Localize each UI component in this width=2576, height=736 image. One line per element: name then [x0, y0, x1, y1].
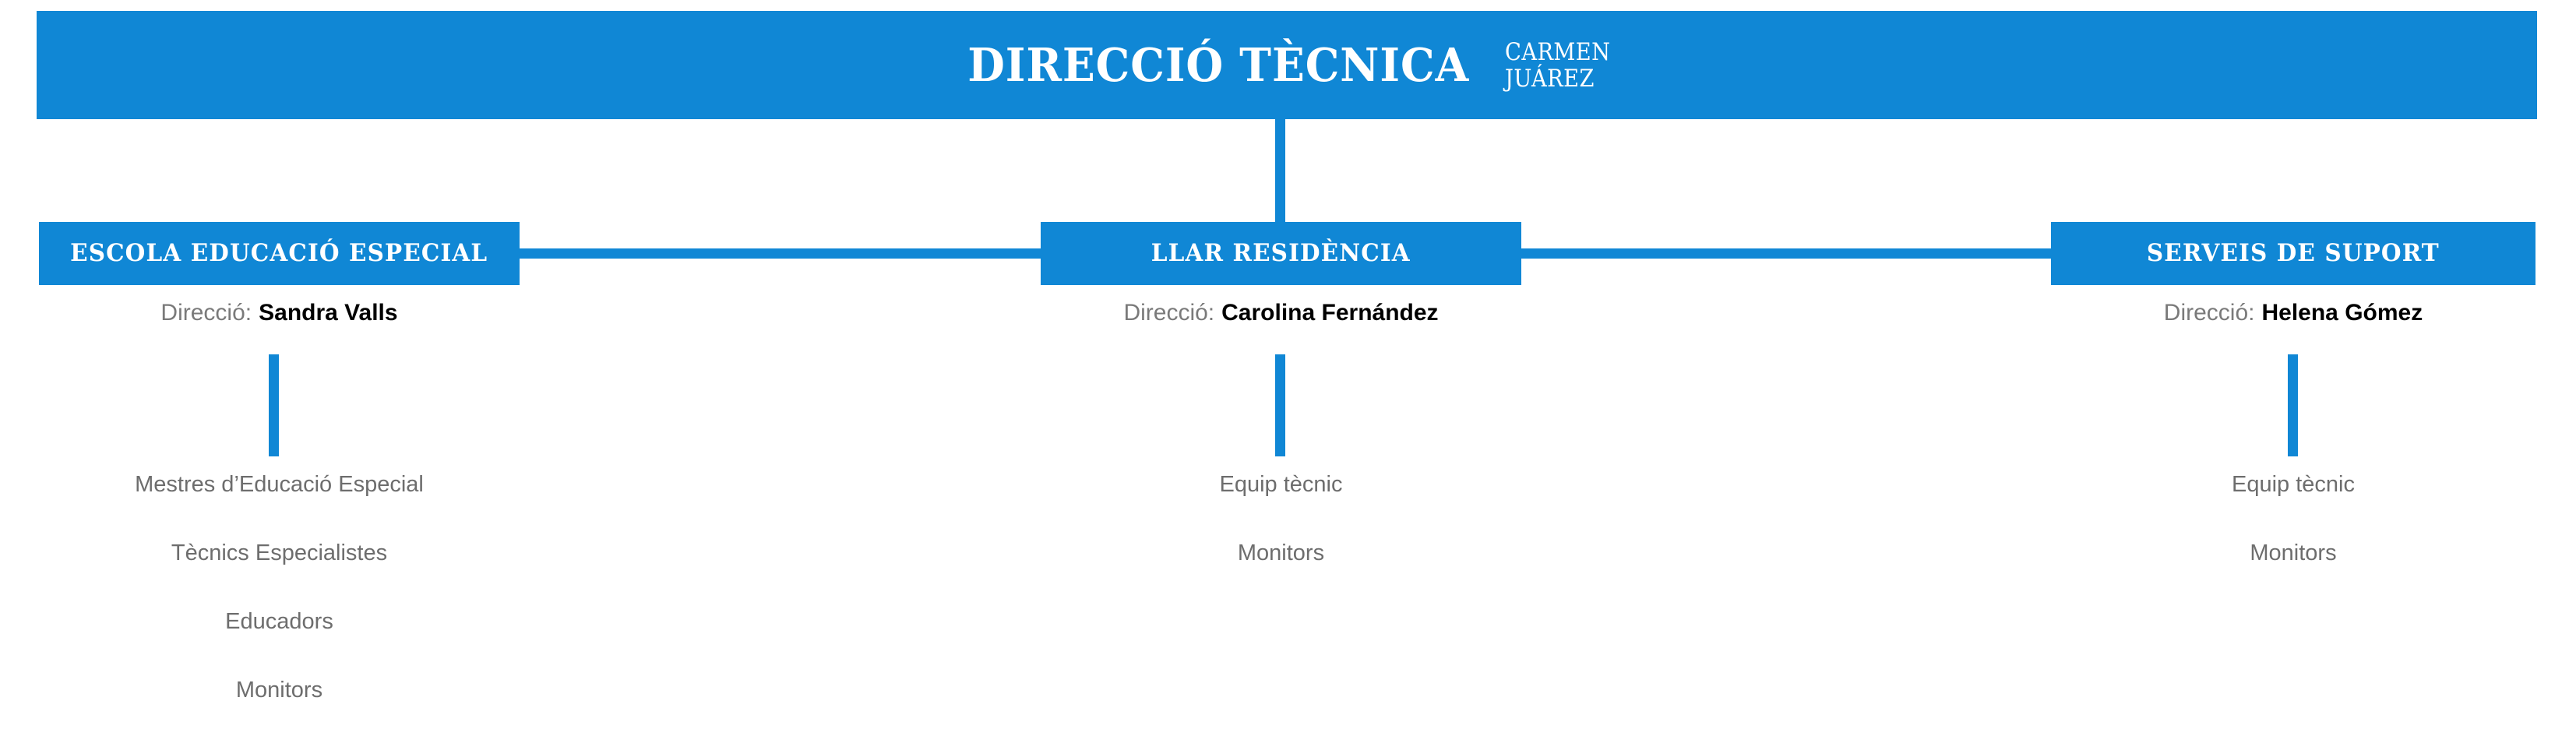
root-node-direccio-tecnica[interactable]: DIRECCIÓ TÈCNICA CARMEN JUÁREZ	[37, 11, 2537, 119]
director-name-llar: Carolina Fernández	[1221, 300, 1439, 326]
connector-llar-to-items-vertical	[1275, 354, 1285, 456]
list-item: Monitors	[1237, 540, 1325, 565]
connector-left-to-middle-horizontal	[520, 248, 1043, 259]
branch-title-llar-residencia: LLAR RESIDÈNCIA	[1151, 239, 1411, 267]
list-item: Monitors	[235, 677, 323, 703]
list-item: Monitors	[2250, 540, 2337, 565]
root-node-content: DIRECCIÓ TÈCNICA CARMEN JUÁREZ	[949, 38, 1625, 92]
director-line-serveis-de-suport: Direcció: Helena Gómez	[2051, 298, 2535, 329]
item-list-escola-educacio-especial: Mestres d’Educació Especial Tècnics Espe…	[39, 467, 520, 736]
list-item: Equip tècnic	[2232, 471, 2355, 497]
director-line-escola-educacio-especial: Direcció: Sandra Valls	[39, 298, 520, 329]
director-label-llar: Direcció:	[1123, 300, 1215, 326]
list-item: Tècnics Especialistes	[171, 540, 388, 565]
director-line-llar-residencia: Direcció: Carolina Fernández	[1041, 298, 1521, 329]
list-item: Mestres d’Educació Especial	[135, 471, 424, 497]
director-label-escola: Direcció:	[160, 300, 252, 326]
director-name-escola: Sandra Valls	[259, 300, 398, 326]
connector-serveis-to-items-vertical	[2288, 354, 2298, 456]
root-title: DIRECCIÓ TÈCNICA	[967, 38, 1469, 92]
branch-node-llar-residencia[interactable]: LLAR RESIDÈNCIA	[1041, 222, 1521, 285]
item-list-llar-residencia: Equip tècnic Monitors	[1041, 467, 1521, 604]
branch-title-escola-educacio-especial: ESCOLA EDUCACIÓ ESPECIAL	[70, 239, 488, 267]
list-item: Educadors	[225, 608, 333, 634]
connector-root-to-branches-vertical	[1275, 119, 1285, 224]
branch-node-escola-educacio-especial[interactable]: ESCOLA EDUCACIÓ ESPECIAL	[39, 222, 520, 285]
list-item: Equip tècnic	[1219, 471, 1343, 497]
root-person-name: CARMEN JUÁREZ	[1505, 38, 1611, 93]
connector-escola-to-items-vertical	[269, 354, 279, 456]
connector-middle-to-right-horizontal	[1519, 248, 2053, 259]
item-list-serveis-de-suport: Equip tècnic Monitors	[2051, 467, 2535, 604]
root-person-line2: JUÁREZ	[1505, 64, 1595, 93]
director-name-serveis: Helena Gómez	[2261, 300, 2423, 326]
root-person-line1: CARMEN	[1505, 38, 1611, 67]
branch-title-serveis-de-suport: SERVEIS DE SUPORT	[2147, 239, 2440, 267]
branch-node-serveis-de-suport[interactable]: SERVEIS DE SUPORT	[2051, 222, 2535, 285]
director-label-serveis: Direcció:	[2163, 300, 2255, 326]
